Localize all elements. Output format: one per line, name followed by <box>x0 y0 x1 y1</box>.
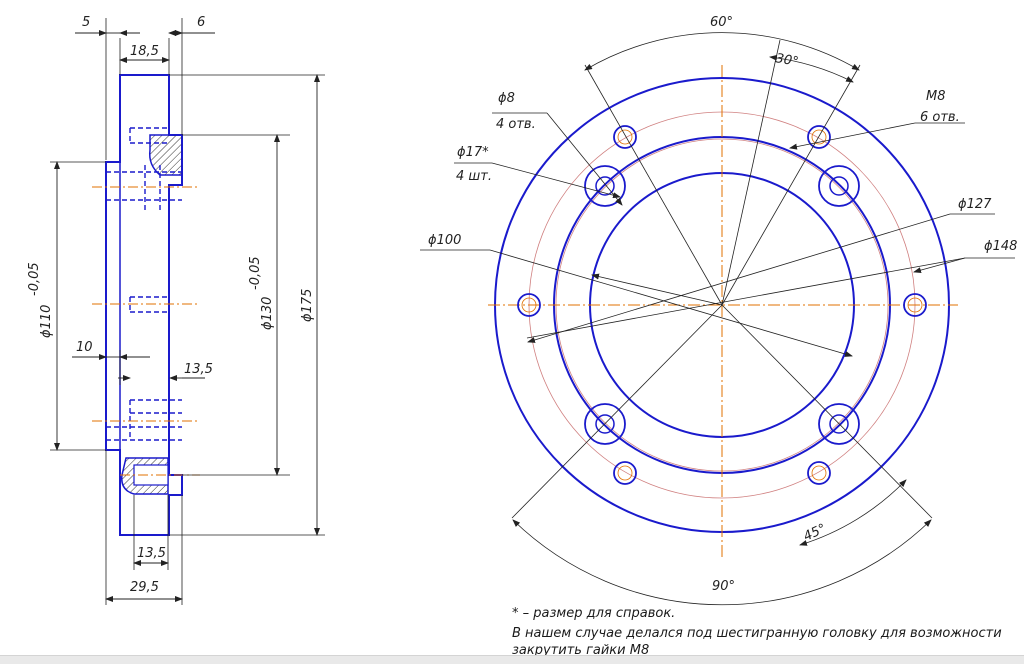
note-m8-nuts: закрутить гайки М8 <box>512 643 650 658</box>
dim-dia17-count: 4 шт. <box>456 169 492 184</box>
m8-hole <box>807 125 831 149</box>
dim-m8: M8 <box>926 89 946 104</box>
dim-10: 10 <box>76 340 93 355</box>
dim-dia175: ϕ175 <box>300 289 315 322</box>
m8-hole <box>517 293 541 317</box>
dim-dia127: ϕ127 <box>958 197 992 212</box>
counterbored-hole <box>584 165 626 207</box>
dim-5: 5 <box>82 15 90 30</box>
side-view: 5 6 18,5 10 13,5 13,5 29,5 ϕ110 -0,05 ϕ1… <box>27 15 325 605</box>
side-extension-lines <box>50 18 325 605</box>
dim-angle-30: 30° <box>774 51 799 70</box>
dim-dia8: ϕ8 <box>498 91 515 106</box>
dim-dia130-tol: -0,05 <box>248 256 263 290</box>
dim-angle-45: 45° <box>801 521 828 544</box>
front-centerlines <box>488 65 958 560</box>
m8-hole <box>613 461 637 485</box>
dim-29-5: 29,5 <box>130 580 159 595</box>
m8-hole <box>807 461 831 485</box>
note-reference: * – размер для справок. <box>512 606 676 621</box>
dim-dia8-count: 4 отв. <box>496 117 536 132</box>
counterbored-hole <box>818 403 860 445</box>
dim-dia130: ϕ130 <box>260 297 275 330</box>
dim-angle-90: 90° <box>712 579 735 594</box>
dim-m8-count: 6 отв. <box>920 110 960 125</box>
hatched-section-top <box>148 134 183 176</box>
counterbored-hole <box>818 165 860 207</box>
counterbored-hole <box>584 403 626 445</box>
dim-dia110: ϕ110 <box>39 305 54 338</box>
dim-13-5-top: 13,5 <box>184 362 213 377</box>
dim-18-5: 18,5 <box>130 44 159 59</box>
hidden-holes <box>106 127 182 441</box>
front-dimension-lines <box>420 32 1015 606</box>
bottom-scrollbar[interactable] <box>0 655 1024 664</box>
dim-13-5-bottom: 13,5 <box>137 546 166 561</box>
dim-6: 6 <box>197 15 205 30</box>
counterbored-holes <box>584 165 860 445</box>
side-dimension-lines <box>54 30 320 602</box>
dim-angle-60: 60° <box>710 15 733 30</box>
dim-dia100: ϕ100 <box>428 233 461 248</box>
dim-dia110-tol: -0,05 <box>27 262 42 296</box>
m8-hole <box>613 125 637 149</box>
front-view: 60° 30° 90° 45° M8 6 отв. ϕ8 4 отв. ϕ17*… <box>420 15 1017 606</box>
side-centerlines <box>92 186 200 476</box>
dim-dia17: ϕ17* <box>457 145 489 160</box>
m8-hole <box>903 293 927 317</box>
note-hex-head: В нашем случае делался под шестигранную … <box>512 626 1002 641</box>
dim-dia148: ϕ148 <box>984 239 1017 254</box>
